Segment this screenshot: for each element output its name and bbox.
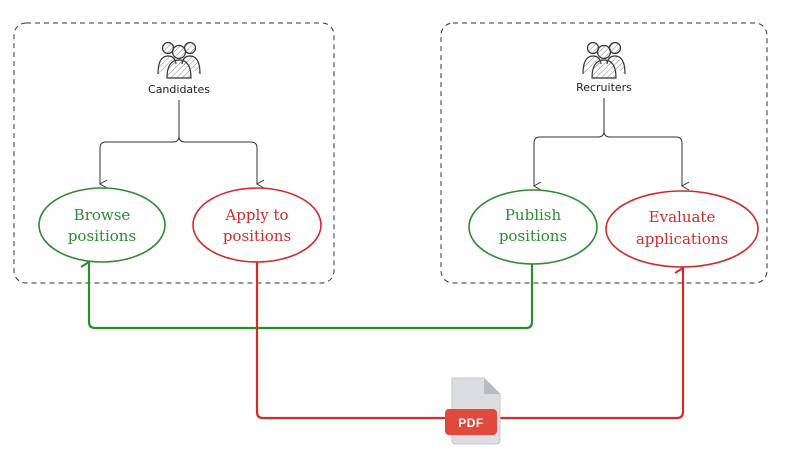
node-browse-line-2: positions <box>68 227 136 245</box>
pdf-file-icon: PDF <box>445 377 501 445</box>
node-apply-line-2: positions <box>223 227 291 245</box>
recruiters-connector-evaluate <box>603 130 690 191</box>
node-publish-line-1: Publish <box>505 206 562 224</box>
node-browse-line-1: Browse <box>74 206 131 224</box>
node-browse-positions: Browse positions <box>38 187 166 263</box>
candidates-connector-apply <box>178 135 265 189</box>
node-publish-positions: Publish positions <box>468 189 598 265</box>
node-evaluate-applications: Evaluate applications <box>605 190 759 268</box>
candidates-label: Candidates <box>148 83 210 96</box>
recruiters-label: Recruiters <box>576 81 632 94</box>
candidates-group-box <box>13 22 335 284</box>
publish-to-browse-arrow <box>80 256 534 330</box>
node-evaluate-line-1: Evaluate <box>649 208 716 226</box>
candidates-connector-browse <box>98 100 180 189</box>
people-group-icon <box>582 41 626 79</box>
people-group-icon <box>157 41 201 79</box>
node-evaluate-line-2: applications <box>636 230 728 248</box>
recruiters-connector-publish <box>532 98 605 191</box>
node-apply-to-positions: Apply to positions <box>192 187 322 263</box>
node-apply-line-1: Apply to <box>224 206 288 224</box>
node-publish-line-2: positions <box>499 227 567 245</box>
pdf-label: PDF <box>458 416 484 430</box>
